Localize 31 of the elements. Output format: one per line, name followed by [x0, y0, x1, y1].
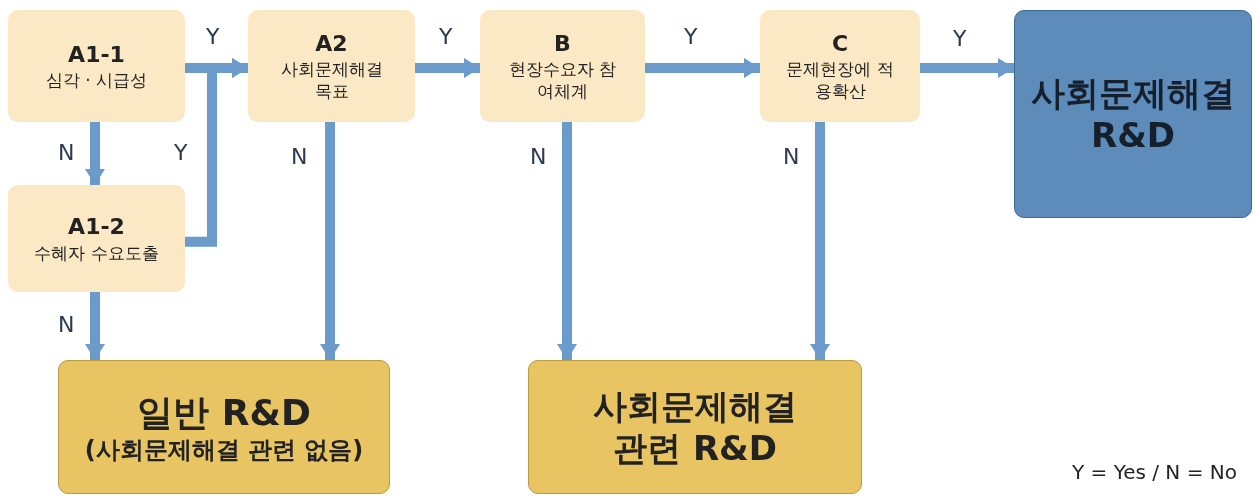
box-title: B [553, 29, 572, 58]
arrow [645, 58, 760, 78]
box-text: (사회문제해결 관련 없음) [83, 434, 365, 465]
arrow [557, 122, 577, 360]
process-box [248, 10, 415, 122]
box-text: 문제현장에 적용확산 [785, 58, 895, 103]
arrow [920, 58, 1014, 78]
box-title: A1-1 [67, 40, 126, 69]
box-title: C [830, 29, 850, 58]
legend-note: Y = Yes / N = No [1071, 460, 1237, 484]
process-box [1014, 10, 1252, 218]
process-box [8, 185, 185, 292]
arrow [810, 122, 830, 360]
arrow [85, 292, 105, 360]
process-box [8, 10, 185, 122]
arrow [85, 122, 105, 185]
box-title: A2 [314, 29, 349, 58]
box-title: A1-2 [67, 213, 126, 242]
box-text: 심각 · 시급성 [44, 69, 149, 92]
box-title: 일반 R&D [136, 390, 312, 435]
process-box [760, 10, 920, 122]
box-text: 현장수요자 참여체계 [507, 58, 618, 103]
box-text: 사회문제해결 관련 R&D [592, 384, 798, 470]
process-box [480, 10, 645, 122]
arrow [320, 122, 340, 360]
arrow [415, 58, 480, 78]
process-box [528, 360, 862, 494]
box-text: 사회문제해결 R&D [1030, 71, 1236, 157]
box-text: 수혜자 수요도출 [33, 241, 160, 264]
process-box [58, 360, 390, 494]
box-text: 사회문제해결 목표 [279, 58, 384, 103]
